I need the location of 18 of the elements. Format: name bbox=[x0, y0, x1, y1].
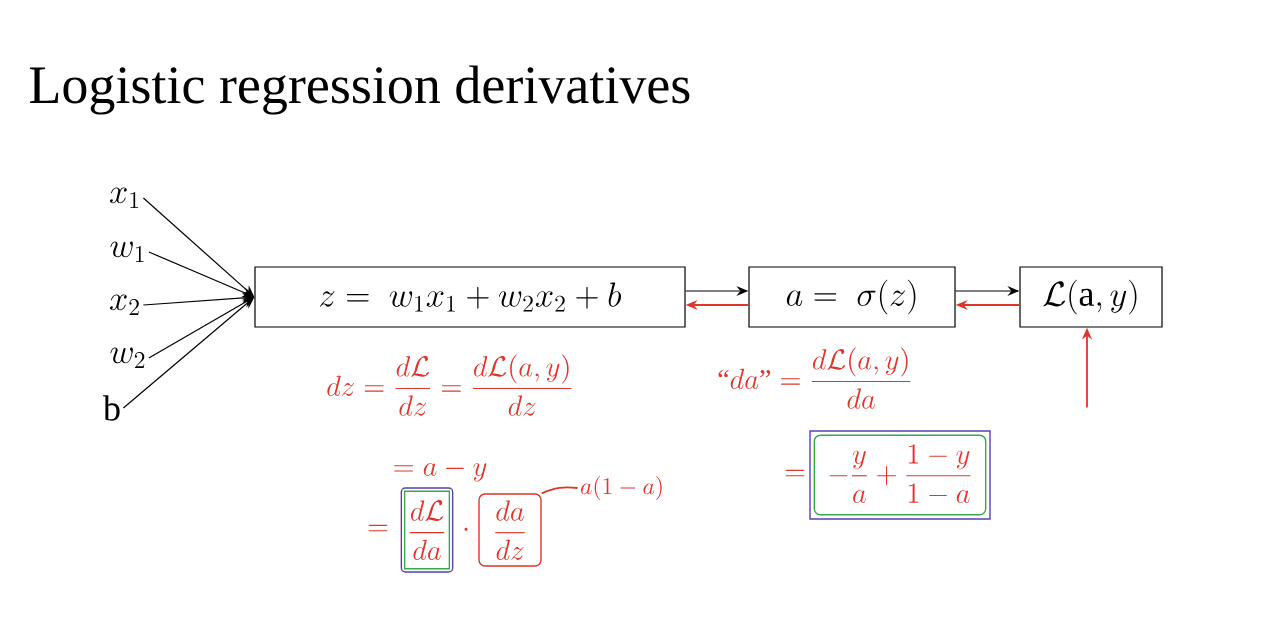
highlight-box: $\frac{da}{dz}$ bbox=[478, 493, 542, 567]
process-box: $a = \ \sigma(z)$ bbox=[748, 266, 956, 328]
leader-line bbox=[540, 486, 579, 495]
process-box: $\mathcal{L}(\mathrm{a}, y)$ bbox=[1019, 266, 1163, 328]
input-label: $w_2$ bbox=[110, 347, 145, 369]
process-box: $z = \ w_1x_1 + w_2x_2 + b$ bbox=[254, 266, 686, 328]
title: Logistic regression derivatives bbox=[29, 65, 690, 115]
handwritten-formula: $dz = \frac{d\mathcal{L}}{dz} = \frac{d\mathcal{L}(a,y)}{dz}$ bbox=[327, 354, 572, 416]
input-label: $x_2$ bbox=[110, 294, 139, 316]
input-label: $\mathrm{b}$ bbox=[103, 395, 120, 421]
highlight-box: $\frac{d\mathcal{L}}{da}$ bbox=[400, 487, 454, 573]
note-text: $a(1-a)$ bbox=[580, 476, 662, 501]
input-label: $x_1$ bbox=[110, 187, 139, 209]
highlight-box: $-\frac{y}{a} + \frac{1-y}{1-a}$ bbox=[809, 430, 991, 520]
handwritten-formula: $\cdot$ bbox=[464, 527, 468, 531]
handwritten-formula: $= a - y$ bbox=[394, 462, 487, 482]
handwritten-formula: $\text{``}da\text{''} = \frac{d\mathcal{L}(a,y)}{da}$ bbox=[718, 347, 911, 409]
input-label: $w_1$ bbox=[110, 241, 144, 263]
